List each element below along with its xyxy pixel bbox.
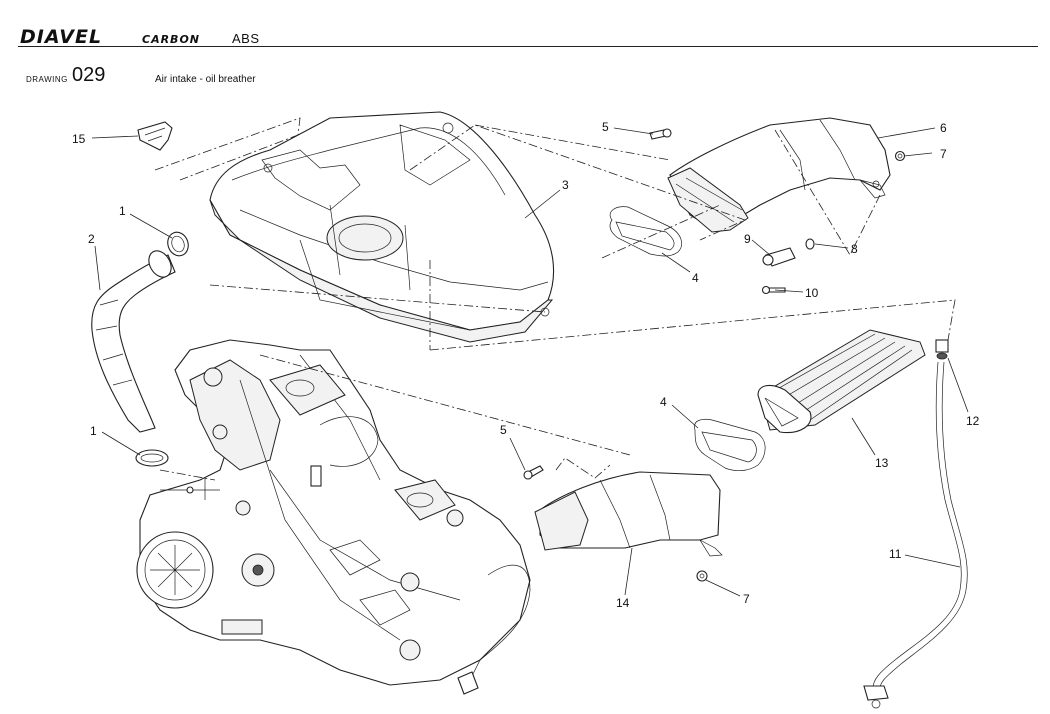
callout-14: 14 (616, 596, 630, 610)
breather-fitting-part-12[interactable] (935, 339, 949, 360)
callout-7-lower: 7 (743, 592, 750, 606)
callout-9: 9 (744, 232, 751, 246)
washer-part-8[interactable] (805, 238, 815, 250)
screw-part-10[interactable] (761, 285, 786, 295)
callout-15: 15 (72, 132, 86, 146)
gasket-upper-part-4[interactable] (609, 206, 682, 257)
hose-clamp-lower-part-1[interactable] (135, 449, 169, 467)
callout-labels: 15 1 2 3 5 6 7 4 8 9 10 1 5 4 13 12 11 1… (72, 120, 980, 610)
callout-1-upper: 1 (119, 204, 126, 218)
callout-13: 13 (875, 456, 889, 470)
assembly-guide-lines (154, 117, 956, 481)
callout-4-lower: 4 (660, 395, 667, 409)
drawing-label: DRAWING (26, 75, 68, 84)
callout-11: 11 (889, 547, 902, 561)
callout-12: 12 (966, 414, 980, 428)
drawing-number: 029 (72, 64, 106, 86)
callout-leaders (91, 127, 969, 597)
engine-reference (136, 339, 531, 695)
callout-6: 6 (940, 121, 947, 135)
air-filter-part-13[interactable] (757, 329, 926, 434)
callout-5-lower: 5 (500, 423, 507, 437)
breather-pipe-part-11[interactable] (863, 361, 968, 709)
callout-2: 2 (88, 232, 95, 246)
model-variant: ABS (232, 31, 260, 46)
nut-upper-part-7[interactable] (894, 150, 906, 162)
screw-lower-part-5[interactable] (523, 465, 544, 480)
nut-lower-part-7[interactable] (696, 570, 708, 582)
intake-duct-part-14[interactable] (534, 471, 723, 557)
callout-10: 10 (805, 286, 819, 300)
hose-clamp-upper-part-1[interactable] (164, 229, 191, 258)
model-name: CARBON (142, 33, 200, 46)
callout-3: 3 (562, 178, 569, 192)
screw-upper-part-5[interactable] (649, 128, 672, 140)
drawing-title: Air intake - oil breather (155, 74, 256, 85)
intake-duct-part-6[interactable] (667, 117, 891, 233)
callout-5-upper: 5 (602, 120, 609, 134)
brand-logo: DIAVEL (20, 26, 103, 48)
callout-1-lower: 1 (90, 424, 97, 438)
callout-4-upper: 4 (692, 271, 699, 285)
drawing-header: DIAVEL CARBON ABS (0, 0, 1050, 48)
airbox-part-3[interactable] (209, 111, 555, 343)
gasket-lower-part-4[interactable] (694, 418, 766, 472)
callout-7-upper: 7 (940, 147, 947, 161)
clip-part-15[interactable] (137, 121, 173, 151)
callout-8: 8 (851, 242, 858, 256)
oil-breather-hose-part-2[interactable] (91, 247, 176, 433)
fitting-part-9[interactable] (762, 247, 796, 267)
header-rule (18, 46, 1038, 47)
